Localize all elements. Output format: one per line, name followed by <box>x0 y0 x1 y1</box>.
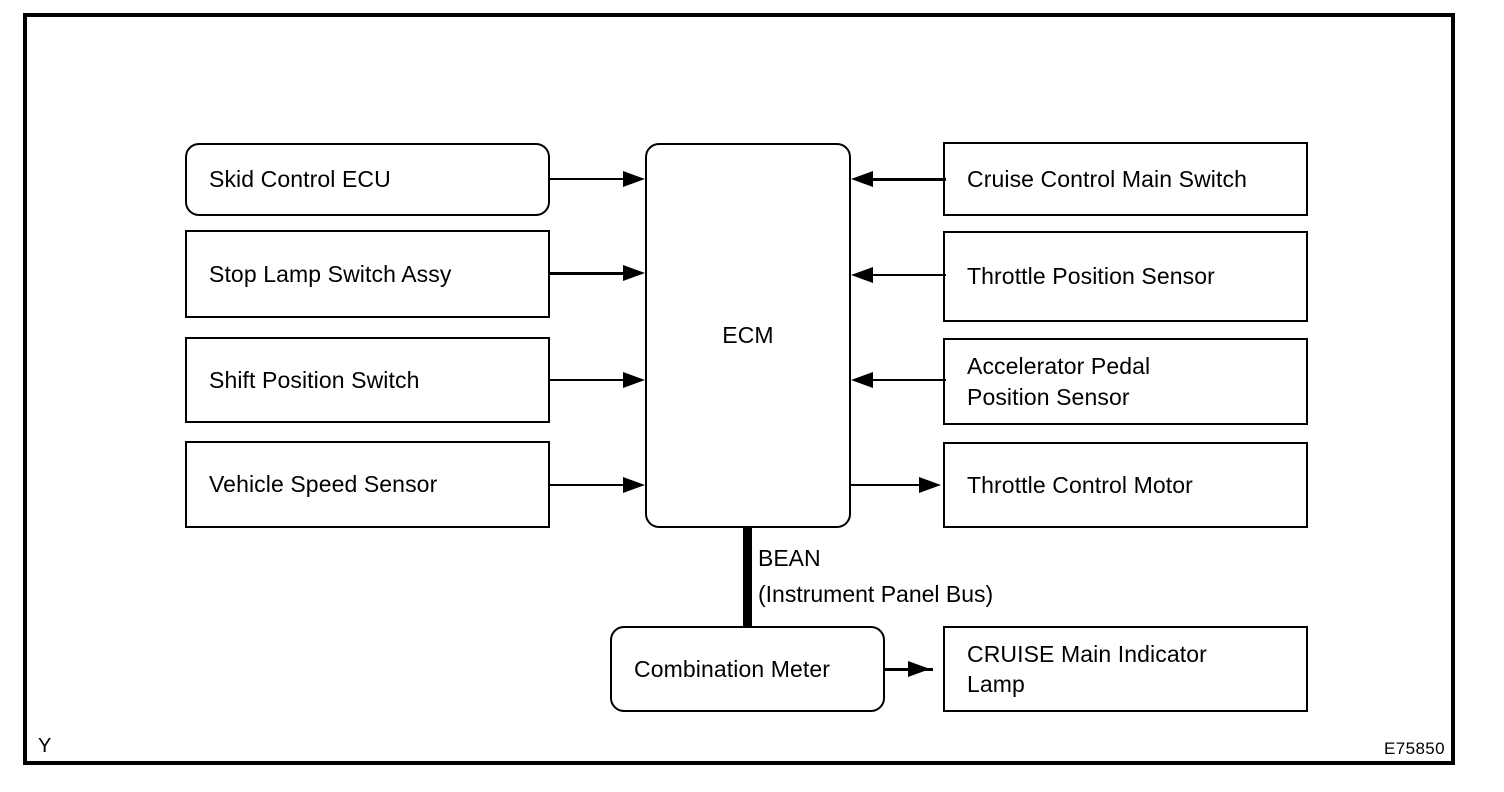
node-label: Throttle Control Motor <box>967 471 1193 498</box>
node-accelerator-pedal-position-sensor[interactable]: Accelerator Pedal Position Sensor <box>943 338 1308 425</box>
connector-vehicle-speed-sensor-to-ecm <box>550 484 628 486</box>
diagram-outer-frame <box>23 13 1455 765</box>
arrowhead-skid-control-ecu-to-ecm <box>623 171 645 187</box>
node-throttle-control-motor[interactable]: Throttle Control Motor <box>943 442 1308 528</box>
node-label: Accelerator Pedal Position Sensor <box>967 353 1151 410</box>
bean-bus-description: (Instrument Panel Bus) <box>758 580 994 607</box>
arrowhead-ecm-to-throttle-control-motor <box>919 477 941 493</box>
node-cruise-main-indicator-lamp[interactable]: CRUISE Main Indicator Lamp <box>943 626 1308 712</box>
arrowhead-vehicle-speed-sensor-to-ecm <box>623 477 645 493</box>
arrowhead-throttle-position-sensor-to-ecm <box>851 267 873 283</box>
connector-shift-position-switch-to-ecm <box>550 379 628 381</box>
node-label: Cruise Control Main Switch <box>967 165 1247 192</box>
node-shift-position-switch[interactable]: Shift Position Switch <box>185 337 550 423</box>
arrowhead-shift-position-switch-to-ecm <box>623 372 645 388</box>
node-label: Vehicle Speed Sensor <box>209 471 438 498</box>
node-combination-meter[interactable]: Combination Meter <box>610 626 885 712</box>
connector-ecm-to-throttle-control-motor <box>851 484 929 486</box>
bean-bus-line <box>743 526 752 629</box>
node-throttle-position-sensor[interactable]: Throttle Position Sensor <box>943 231 1308 322</box>
connector-cruise-control-main-switch-to-ecm <box>868 178 946 181</box>
bean-bus-caption: BEAN (Instrument Panel Bus) <box>758 541 1088 612</box>
corner-label-y: Y <box>38 735 52 757</box>
arrowhead-accelerator-pedal-position-sensor-to-ecm <box>851 372 873 388</box>
figure-code: E75850 <box>1384 739 1446 758</box>
node-skid-control-ecu[interactable]: Skid Control ECU <box>185 143 550 216</box>
connector-accelerator-pedal-position-sensor-to-ecm <box>868 379 946 381</box>
node-cruise-control-main-switch[interactable]: Cruise Control Main Switch <box>943 142 1308 216</box>
connector-stop-lamp-switch-to-ecm <box>550 272 628 275</box>
node-ecm[interactable]: ECM <box>645 143 851 528</box>
node-label: ECM <box>722 322 774 349</box>
bean-bus-name: BEAN <box>758 545 821 571</box>
node-label: Stop Lamp Switch Assy <box>209 260 452 287</box>
node-label: Shift Position Switch <box>209 366 420 393</box>
node-label: CRUISE Main Indicator Lamp <box>967 640 1207 697</box>
arrowhead-combination-meter-to-cruise-lamp <box>908 661 930 677</box>
connector-throttle-position-sensor-to-ecm <box>868 274 946 276</box>
node-label: Combination Meter <box>634 655 831 682</box>
node-vehicle-speed-sensor[interactable]: Vehicle Speed Sensor <box>185 441 550 528</box>
node-label: Throttle Position Sensor <box>967 263 1215 290</box>
connector-skid-control-ecu-to-ecm <box>550 178 628 180</box>
node-label: Skid Control ECU <box>209 166 391 193</box>
arrowhead-stop-lamp-switch-to-ecm <box>623 265 645 281</box>
node-stop-lamp-switch-assy[interactable]: Stop Lamp Switch Assy <box>185 230 550 318</box>
arrowhead-cruise-control-main-switch-to-ecm <box>851 171 873 187</box>
